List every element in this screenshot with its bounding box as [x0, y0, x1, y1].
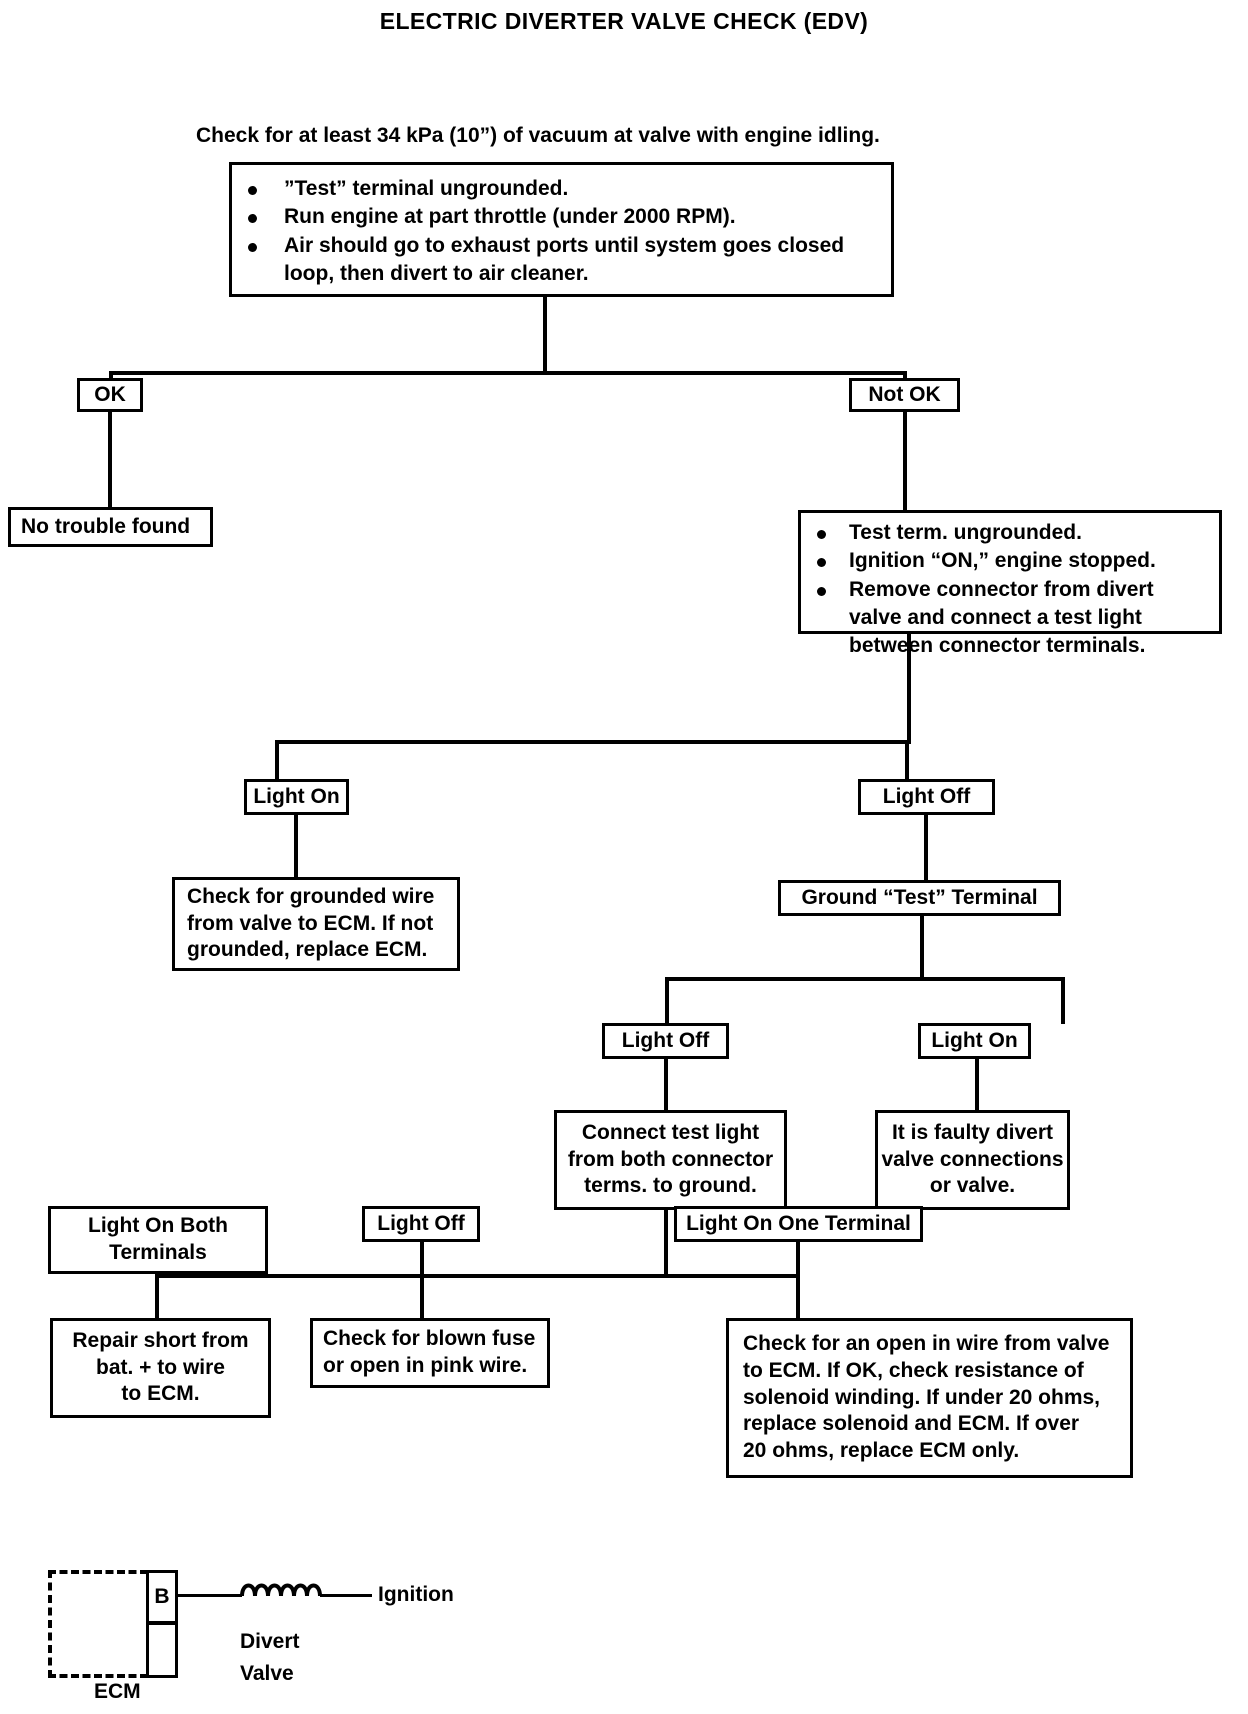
step2-bullet-3-text: Remove connector from divert	[849, 577, 1154, 601]
bullet-icon	[248, 214, 257, 224]
step1-bullet-3-cont: loop, then divert to air cleaner.	[284, 262, 589, 286]
bullet-icon	[817, 586, 826, 596]
repair-short-line-3: to ECM.	[121, 1382, 200, 1406]
faulty-divert-line-2: valve connections	[881, 1147, 1064, 1171]
node-ok: OK	[77, 378, 143, 412]
step1-bullet-3-text: Air should go to exhaust ports until sys…	[284, 233, 845, 257]
node-faulty-divert-valve: It is faulty divert valve connections or…	[875, 1110, 1070, 1210]
vacuum-check-caption: Check for at least 34 kPa (10”) of vacuu…	[196, 124, 880, 147]
connector-to-notok	[903, 371, 907, 380]
connector-split-lighton-lightoff	[275, 740, 909, 744]
step2-bullet-3-cont: valve and connect a test light	[849, 606, 1142, 630]
connector-to-light-on-2	[1061, 977, 1065, 1024]
connector-lightonone-down	[796, 1242, 800, 1320]
connector-ok-to-result	[108, 412, 112, 508]
light-on-both-line-1: Light On Both	[88, 1214, 228, 1238]
connect-test-light-line-1: Connect test light	[581, 1120, 760, 1144]
connect-test-light-line-3: terms. to ground.	[584, 1174, 757, 1198]
node-no-trouble-found: No trouble found	[8, 507, 213, 547]
connector-connecttestlight-down	[664, 1210, 668, 1278]
connector-step1-down	[543, 297, 547, 374]
node-light-on-2: Light On	[918, 1023, 1031, 1059]
node-light-off-2: Light Off	[602, 1023, 729, 1059]
node-repair-short: Repair short from bat. + to wire to ECM.	[50, 1318, 271, 1418]
grounded-wire-line-3: grounded, replace ECM.	[187, 938, 428, 962]
connector-split-lightoff2-lighton2	[665, 977, 1065, 981]
connector-split-ok-notok	[109, 371, 907, 375]
connector-to-light-off-2	[665, 977, 669, 1024]
ecm-terminal-lower-cell	[146, 1622, 178, 1678]
wire-terminal-to-coil	[178, 1594, 242, 1597]
step2-instruction-box: Test term. ungrounded. Ignition “ON,” en…	[798, 510, 1222, 657]
wire-coil-to-ignition	[320, 1594, 372, 1597]
connector-lighton2-down	[975, 1059, 979, 1111]
light-on-both-line-2: Terminals	[109, 1241, 207, 1264]
faulty-divert-line-1: It is faulty divert	[891, 1120, 1054, 1144]
connector-to-light-on-1	[275, 740, 279, 781]
connector-step2-down	[907, 634, 911, 744]
connector-lightonboth-down	[155, 1274, 159, 1320]
connector-to-ok	[109, 371, 113, 380]
open-in-wire-line-2: to ECM. If OK, check resistance of	[743, 1358, 1084, 1382]
node-blown-fuse: Check for blown fuse or open in pink wir…	[310, 1318, 550, 1388]
step1-bullet-1-text: ”Test” terminal ungrounded.	[284, 177, 569, 200]
connector-gtt-down	[920, 916, 924, 980]
divert-valve-label-line-1: Divert	[240, 1630, 300, 1653]
node-light-on-one-terminal: Light On One Terminal	[674, 1206, 923, 1242]
node-light-off-3: Light Off	[362, 1206, 480, 1242]
connector-lightoff3-down	[420, 1242, 424, 1320]
blown-fuse-line-2: or open in pink wire.	[323, 1354, 528, 1377]
connector-lighton1-down	[294, 815, 298, 879]
divert-valve-label-line-2: Valve	[240, 1662, 294, 1685]
node-not-ok: Not OK	[849, 378, 960, 412]
repair-short-line-1: Repair short from	[72, 1328, 249, 1352]
step1-bullet-2-text: Run engine at part throttle (under 2000 …	[284, 205, 736, 229]
step1-bullet-2: Run engine at part throttle (under 2000 …	[232, 203, 891, 231]
faulty-divert-line-3: or valve.	[929, 1174, 1016, 1198]
step2-bullet-3-cont2: between connector terminals.	[849, 634, 1146, 658]
step2-bullet-3: Remove connector from divert valve and c…	[801, 576, 1219, 661]
open-in-wire-line-4: replace solenoid and ECM. If over	[743, 1412, 1080, 1436]
connector-lightoff1-down	[924, 815, 928, 881]
connect-test-light-line-2: from both connector	[567, 1147, 774, 1171]
step2-bullet-2-text: Ignition “ON,” engine stopped.	[849, 549, 1156, 573]
step2-bullet-1: Test term. ungrounded.	[801, 519, 1219, 547]
page-title: ELECTRIC DIVERTER VALVE CHECK (EDV)	[379, 8, 869, 34]
connector-notok-to-step2	[903, 412, 907, 511]
connector-to-light-off-1	[905, 740, 909, 781]
grounded-wire-line-1: Check for grounded wire	[187, 884, 435, 908]
step2-bullet-2: Ignition “ON,” engine stopped.	[801, 547, 1219, 575]
bullet-icon	[248, 185, 257, 195]
open-in-wire-line-5: 20 ohms, replace ECM only.	[743, 1439, 1020, 1463]
step1-bullet-3: Air should go to exhaust ports until sys…	[232, 232, 891, 289]
open-in-wire-line-3: solenoid winding. If under 20 ohms,	[743, 1385, 1101, 1409]
solenoid-coil-icon	[240, 1578, 324, 1612]
node-check-grounded-wire: Check for grounded wire from valve to EC…	[172, 877, 460, 971]
no-trouble-found-text: No trouble found	[21, 514, 191, 538]
step1-instruction-box: ”Test” terminal ungrounded. Run engine a…	[229, 162, 894, 297]
blown-fuse-line-1: Check for blown fuse	[323, 1327, 536, 1351]
ignition-label: Ignition	[378, 1583, 454, 1606]
step1-bullet-1: ”Test” terminal ungrounded.	[232, 175, 891, 203]
ecm-body-outline	[48, 1570, 148, 1678]
open-in-wire-line-1: Check for an open in wire from valve	[743, 1331, 1110, 1355]
bullet-icon	[817, 529, 826, 539]
ecm-terminal-b-cell: B	[146, 1570, 178, 1624]
node-light-off-1: Light Off	[858, 779, 995, 815]
repair-short-line-2: bat. + to wire	[96, 1355, 225, 1379]
node-ground-test-terminal: Ground “Test” Terminal	[778, 880, 1061, 916]
node-connect-test-light: Connect test light from both connector t…	[554, 1110, 787, 1210]
grounded-wire-line-2: from valve to ECM. If not	[187, 911, 434, 935]
ecm-terminal-b-label: B	[154, 1585, 170, 1608]
bullet-icon	[817, 558, 826, 568]
step2-bullet-1-text: Test term. ungrounded.	[849, 521, 1082, 544]
connector-lightoff2-down	[664, 1059, 668, 1111]
ecm-label: ECM	[94, 1680, 141, 1703]
connector-split-three-way	[155, 1274, 800, 1278]
node-light-on-1: Light On	[244, 779, 349, 815]
node-light-on-both-terminals: Light On Both Terminals	[48, 1206, 268, 1274]
node-open-in-wire: Check for an open in wire from valve to …	[726, 1318, 1133, 1478]
bullet-icon	[248, 242, 257, 252]
